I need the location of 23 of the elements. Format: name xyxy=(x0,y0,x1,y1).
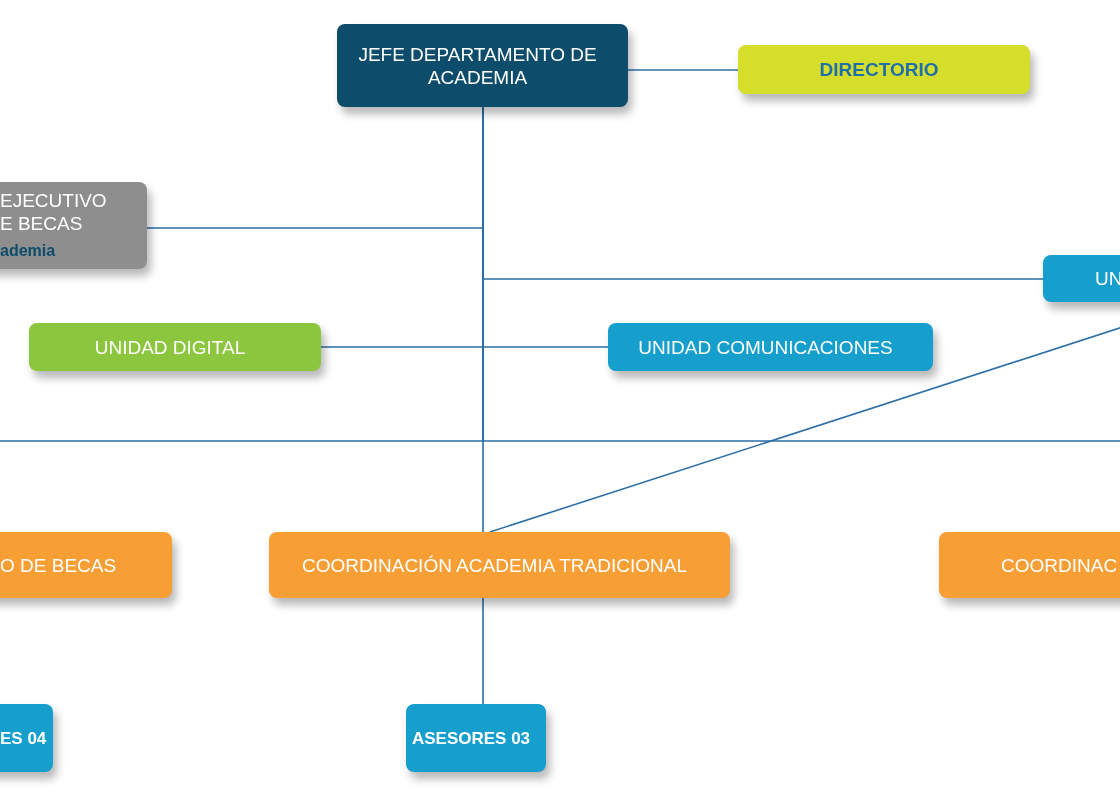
executive-box xyxy=(0,182,147,269)
connector-line xyxy=(320,346,609,348)
node-title: DIRECTORIO xyxy=(818,58,940,81)
node-title: O DE BECAS xyxy=(0,553,118,577)
node-title: ASESORES 03 xyxy=(410,727,532,750)
digital-unit-box xyxy=(29,323,321,371)
board-box xyxy=(738,45,1030,94)
node-title: UN xyxy=(1095,267,1120,290)
department-head-box xyxy=(337,24,628,107)
node-title: UNIDAD COMUNICACIONES xyxy=(637,335,894,359)
coordination-box xyxy=(0,532,172,598)
node-title: JEFE DEPARTAMENTO DE ACADEMIA xyxy=(357,42,598,89)
node-title: COORDINAC xyxy=(1001,553,1119,577)
connector-line xyxy=(627,69,739,71)
connector-line xyxy=(482,597,484,705)
communications-unit-box xyxy=(608,323,933,371)
coordination-box xyxy=(269,532,730,598)
node-title: COORDINACIÓN ACADEMIA TRADICIONAL xyxy=(301,553,688,577)
node-title: EJECUTIVO E BECAS xyxy=(0,189,108,235)
advisors-box xyxy=(406,704,546,772)
node-title: UNIDAD DIGITAL xyxy=(93,335,247,359)
node-title: ES 04 xyxy=(0,727,48,750)
node-subtitle: ademia xyxy=(0,241,57,261)
